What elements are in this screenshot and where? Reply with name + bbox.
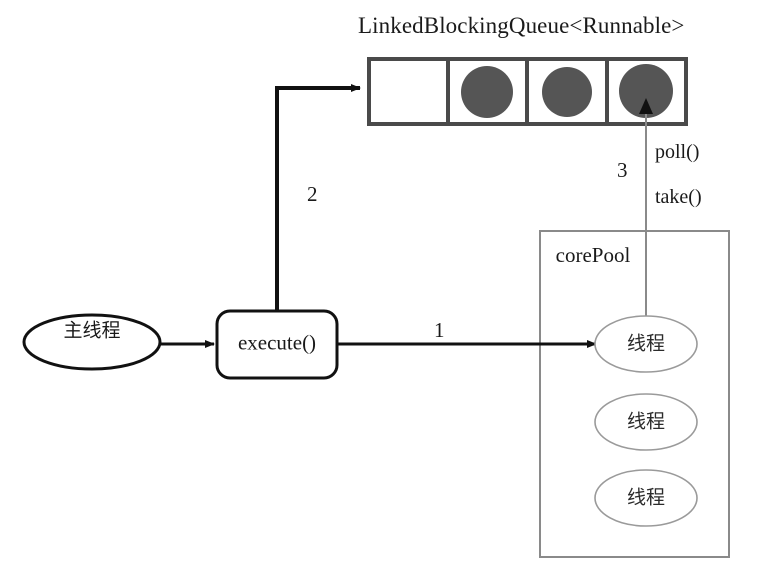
thread-label-1: 线程 bbox=[626, 332, 666, 355]
queue-task-circle-2 bbox=[542, 67, 592, 117]
execute-box-shape bbox=[215, 309, 339, 380]
flow-2-arrow bbox=[275, 84, 361, 311]
thread-ellipse-1 bbox=[594, 315, 698, 373]
poll-annotation: poll() bbox=[655, 141, 700, 163]
take-annotation: take() bbox=[655, 186, 702, 208]
queue-title: LinkedBlockingQueue<Runnable> bbox=[358, 13, 685, 38]
execute-label: execute() bbox=[237, 330, 317, 355]
flow-2-line bbox=[275, 84, 361, 311]
queue-container bbox=[367, 57, 688, 126]
flow-2-step-label: 2 bbox=[307, 182, 318, 206]
main-thread-ellipse bbox=[22, 313, 162, 371]
queue-task-circle-1 bbox=[461, 66, 513, 118]
flow-3-step-label: 3 bbox=[617, 158, 628, 182]
thread-ellipse-2 bbox=[594, 393, 698, 451]
queue-task-circle-3 bbox=[619, 64, 673, 118]
flow-3-arrowhead bbox=[639, 98, 653, 114]
thread-label-2: 线程 bbox=[626, 410, 666, 433]
thread-ellipse-3 bbox=[594, 469, 698, 527]
main-thread-label: 主线程 bbox=[63, 319, 121, 342]
flow-1-step-label: 1 bbox=[434, 318, 445, 342]
core-pool-label: corePool bbox=[555, 243, 631, 267]
thread-label-3: 线程 bbox=[626, 486, 666, 509]
